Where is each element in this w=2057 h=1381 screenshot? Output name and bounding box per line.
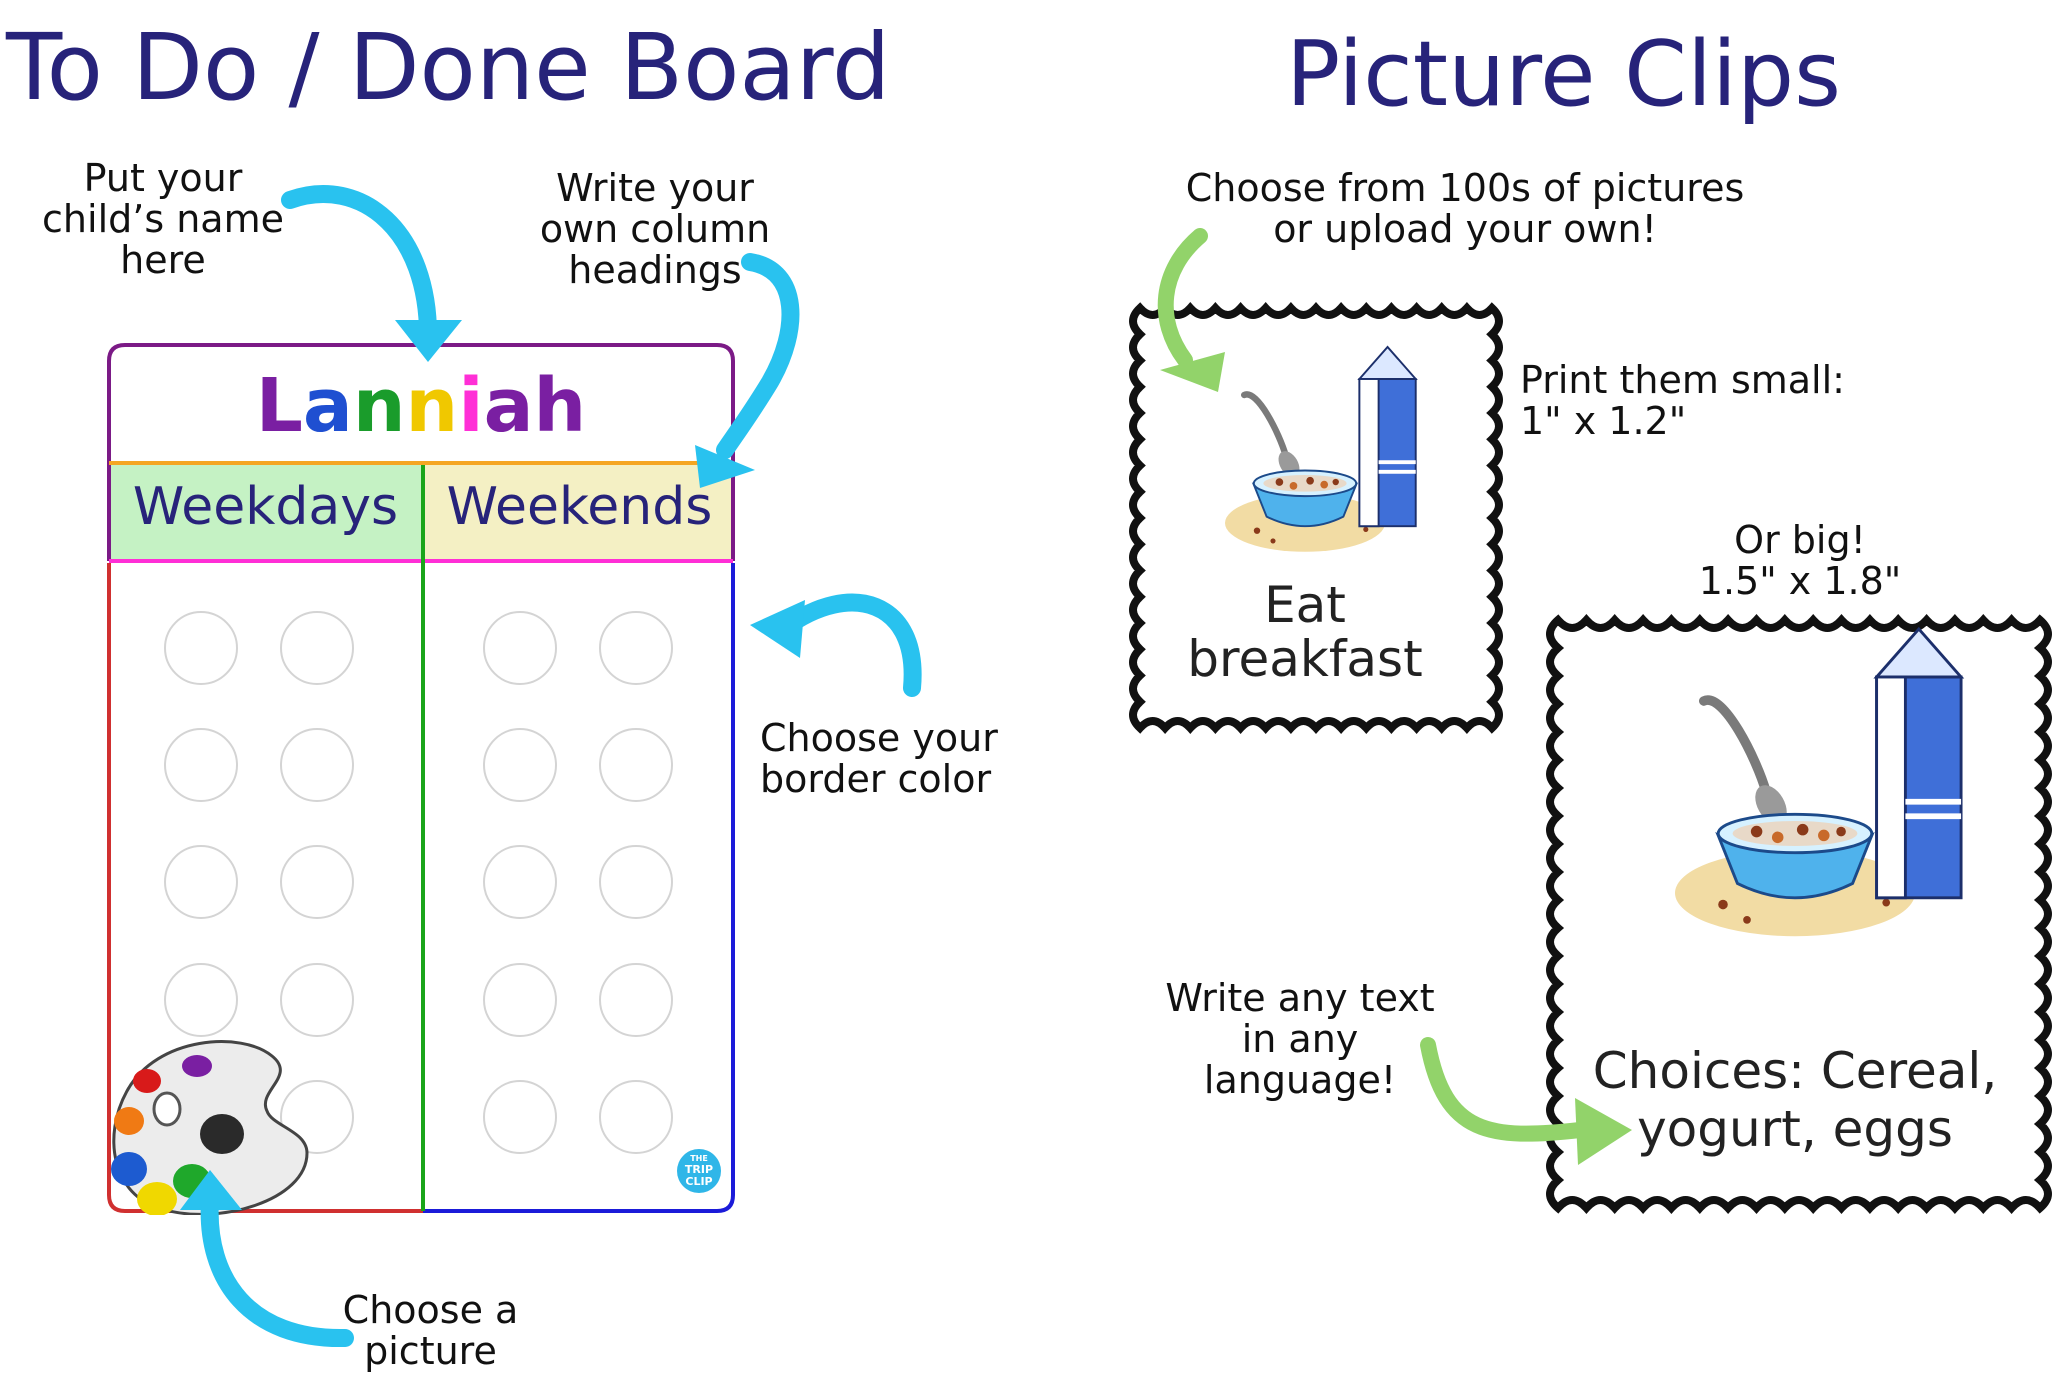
name-letter: h <box>533 363 587 449</box>
arrow-border-head <box>750 600 805 658</box>
name-letter: L <box>255 363 303 449</box>
child-name[interactable]: Lanniah <box>105 369 737 443</box>
big-clip-label[interactable]: Choices: Cereal, yogurt, eggs <box>1592 1042 1998 1158</box>
name-letter: n <box>405 363 459 449</box>
checkbox-circle[interactable] <box>280 611 354 685</box>
name-letter: a <box>302 363 353 449</box>
checkbox-circle[interactable] <box>599 963 673 1037</box>
checkbox-circle[interactable] <box>164 728 238 802</box>
checkbox-circle[interactable] <box>483 611 557 685</box>
checkbox-circle[interactable] <box>483 1080 557 1154</box>
arrow-library-head <box>1160 352 1225 392</box>
weekends-heading-fill <box>424 465 733 561</box>
text-annotation: Write any text in any language! <box>1165 976 1435 1102</box>
logo-trip: TRIP <box>685 1163 713 1176</box>
name-letter: i <box>458 363 484 449</box>
column-heading-weekends[interactable]: Weekends <box>446 477 713 537</box>
name-letter: n <box>352 363 406 449</box>
checkbox-circle[interactable] <box>599 611 673 685</box>
checkbox-circle[interactable] <box>164 845 238 919</box>
arrow-name <box>281 185 438 349</box>
checkbox-circle[interactable] <box>483 963 557 1037</box>
small-clip-label[interactable]: Eat breakfast <box>1187 576 1423 688</box>
weekdays-heading-fill <box>109 465 422 561</box>
small-breakfast-image <box>1225 347 1416 552</box>
checkbox-circle[interactable] <box>164 963 238 1037</box>
arrow-border <box>776 593 922 697</box>
border-annotation: Choose your border color <box>760 716 998 801</box>
headings-annotation: Write your own column headings <box>539 166 771 292</box>
checkbox-circle[interactable] <box>599 845 673 919</box>
logo-clip: CLIP <box>685 1175 712 1188</box>
board-frame: THE TRIP CLIP <box>107 343 735 1215</box>
name-letter: a <box>483 363 534 449</box>
checkbox-circle[interactable] <box>280 845 354 919</box>
big-size-annotation: Or big! 1.5" x 1.8" <box>1698 518 1902 603</box>
name-annotation: Put your child’s name here <box>42 156 284 282</box>
checkbox-circle[interactable] <box>280 1080 354 1154</box>
arrow-library <box>1157 228 1208 368</box>
arrow-text <box>1420 1037 1588 1142</box>
checkbox-circle[interactable] <box>483 845 557 919</box>
board-section-title: To Do / Done Board <box>6 14 891 121</box>
board-left-border <box>107 563 423 1213</box>
checkbox-circle[interactable] <box>280 728 354 802</box>
small-size-annotation: Print them small: 1" x 1.2" <box>1520 358 1845 443</box>
checkbox-circle[interactable] <box>599 728 673 802</box>
checkbox-grid <box>164 611 673 1154</box>
checkbox-circle[interactable] <box>599 1080 673 1154</box>
logo-the: THE <box>690 1154 708 1163</box>
checkbox-circle[interactable] <box>280 963 354 1037</box>
trip-clip-logo: THE TRIP CLIP <box>677 1149 721 1193</box>
todo-done-board: THE TRIP CLIP Lanniah Weekdays Weekends <box>105 341 737 1215</box>
clips-section-title: Picture Clips <box>1286 22 1841 127</box>
library-annotation: Choose from 100s of pictures or upload y… <box>1185 166 1745 251</box>
column-heading-weekdays[interactable]: Weekdays <box>132 477 399 537</box>
big-breakfast-image <box>1675 629 1961 936</box>
palette-icon[interactable] <box>111 1040 309 1215</box>
checkbox-circle[interactable] <box>483 728 557 802</box>
picture-annotation: Choose a picture <box>342 1288 519 1373</box>
board-right-border <box>423 563 735 1213</box>
checkbox-circle[interactable] <box>164 611 238 685</box>
